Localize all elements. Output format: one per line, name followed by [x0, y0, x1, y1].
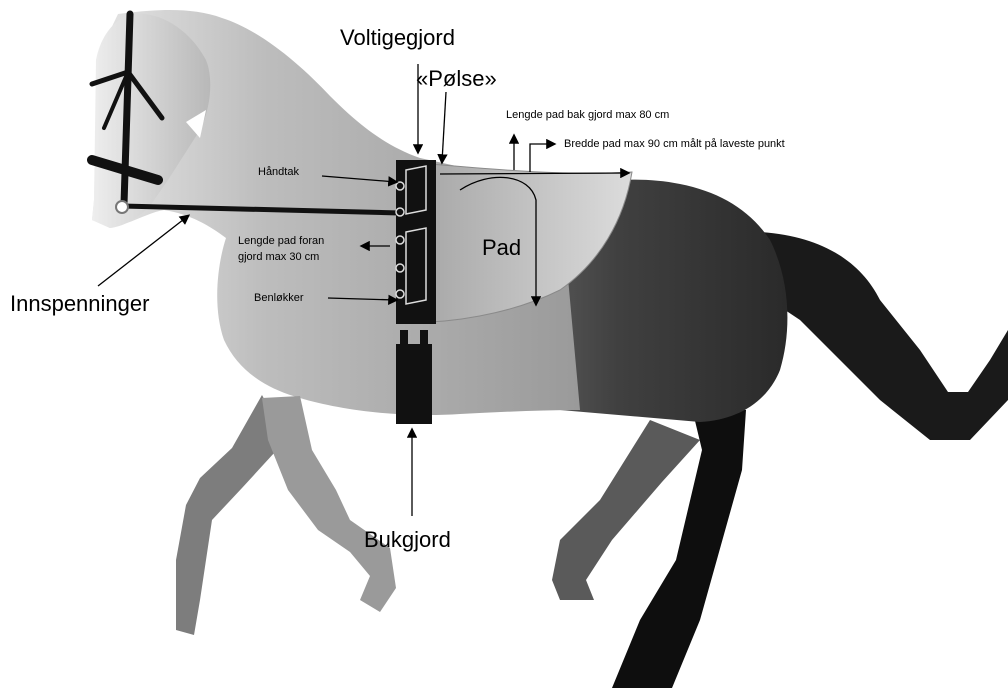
label-innspenninger: Innspenninger: [10, 291, 149, 316]
label-voltigegjord: Voltigegjord: [340, 25, 455, 50]
width-label-arrow: [530, 144, 554, 172]
label-polse: «Pølse»: [416, 66, 497, 91]
surcingle: [396, 160, 436, 424]
polse-arrow: [442, 92, 446, 162]
label-lengde-foran-2: gjord max 30 cm: [238, 251, 319, 263]
surcingle-top: [396, 160, 436, 324]
label-benlokker: Benløkker: [254, 292, 304, 304]
girth-strap: [396, 344, 432, 424]
bit-ring-icon: [116, 201, 128, 213]
label-lengde-foran-1: Lengde pad foran: [238, 235, 324, 247]
front-right-leg: [262, 396, 396, 612]
label-bukgjord: Bukgjord: [364, 527, 451, 552]
label-bredde: Bredde pad max 90 cm målt på laveste pun…: [564, 138, 785, 150]
label-handtak: Håndtak: [258, 166, 299, 178]
label-pad: Pad: [482, 235, 521, 260]
label-lengde-bak: Lengde pad bak gjord max 80 cm: [506, 109, 669, 121]
tail: [760, 232, 1008, 440]
